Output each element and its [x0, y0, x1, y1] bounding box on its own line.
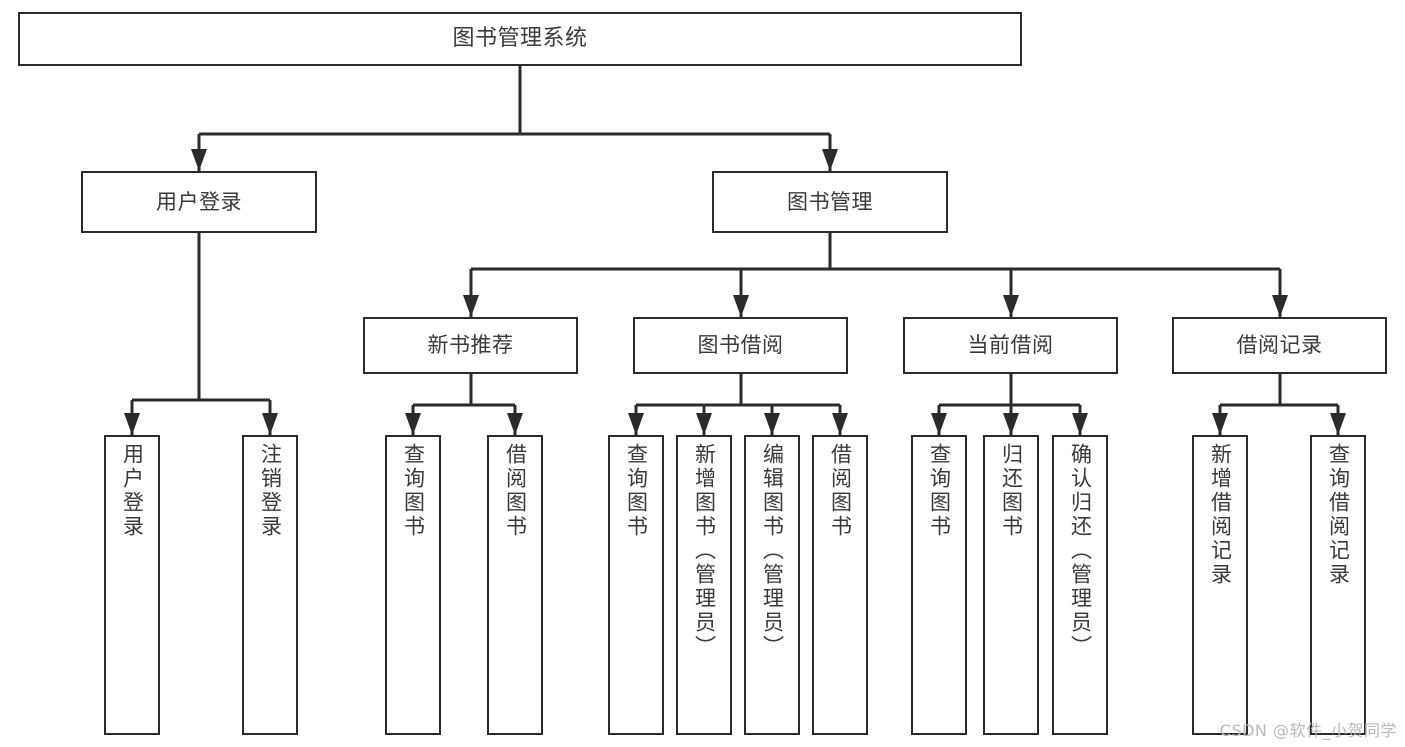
node-leaf-query-record-label: 查询借阅记录 — [1326, 443, 1351, 587]
node-leaf-confirm-return[interactable]: 确认归还（管理员） — [1052, 435, 1108, 735]
node-user-login-label: 用户登录 — [156, 189, 242, 214]
node-leaf-query-book-b[interactable]: 查询图书 — [608, 435, 664, 735]
node-new-book-recommend[interactable]: 新书推荐 — [363, 317, 578, 374]
node-leaf-borrow-book-b[interactable]: 借阅图书 — [812, 435, 868, 735]
node-leaf-borrow-book-a-label: 借阅图书 — [503, 443, 528, 539]
node-leaf-query-book-a-label: 查询图书 — [401, 443, 426, 539]
node-leaf-logout[interactable]: 注销登录 — [242, 435, 298, 735]
node-book-borrow[interactable]: 图书借阅 — [633, 317, 848, 374]
watermark-text: CSDN @软件_小贺同学 — [1219, 721, 1397, 740]
node-leaf-add-book-label: 新增图书（管理员） — [692, 443, 717, 659]
node-leaf-query-book-c-label: 查询图书 — [927, 443, 952, 539]
node-leaf-query-book-a[interactable]: 查询图书 — [385, 435, 441, 735]
node-root[interactable]: 图书管理系统 — [18, 12, 1022, 66]
node-book-borrow-label: 图书借阅 — [697, 333, 784, 358]
node-leaf-add-record[interactable]: 新增借阅记录 — [1192, 435, 1248, 735]
node-leaf-confirm-return-label: 确认归还（管理员） — [1068, 443, 1093, 659]
node-book-manage-label: 图书管理 — [787, 189, 873, 214]
node-book-manage[interactable]: 图书管理 — [712, 171, 948, 233]
node-leaf-borrow-book-a[interactable]: 借阅图书 — [487, 435, 543, 735]
node-leaf-query-book-c[interactable]: 查询图书 — [911, 435, 967, 735]
node-borrow-record-label: 借阅记录 — [1236, 333, 1323, 358]
node-leaf-add-record-label: 新增借阅记录 — [1208, 443, 1233, 587]
node-borrow-record[interactable]: 借阅记录 — [1172, 317, 1387, 374]
node-leaf-return-book[interactable]: 归还图书 — [983, 435, 1039, 735]
node-leaf-edit-book[interactable]: 编辑图书（管理员） — [744, 435, 800, 735]
node-user-login[interactable]: 用户登录 — [81, 171, 317, 233]
node-leaf-user-login-label: 用户登录 — [120, 443, 145, 539]
node-leaf-edit-book-label: 编辑图书（管理员） — [760, 443, 785, 659]
node-leaf-logout-label: 注销登录 — [258, 443, 283, 539]
node-leaf-user-login[interactable]: 用户登录 — [104, 435, 160, 735]
node-current-borrow[interactable]: 当前借阅 — [903, 317, 1118, 374]
node-leaf-return-book-label: 归还图书 — [999, 443, 1024, 539]
node-leaf-query-book-b-label: 查询图书 — [624, 443, 649, 539]
node-leaf-add-book[interactable]: 新增图书（管理员） — [676, 435, 732, 735]
node-current-borrow-label: 当前借阅 — [967, 333, 1054, 358]
node-new-book-recommend-label: 新书推荐 — [427, 333, 514, 358]
node-leaf-borrow-book-b-label: 借阅图书 — [828, 443, 853, 539]
node-root-label: 图书管理系统 — [452, 26, 588, 52]
node-leaf-query-record[interactable]: 查询借阅记录 — [1310, 435, 1366, 735]
